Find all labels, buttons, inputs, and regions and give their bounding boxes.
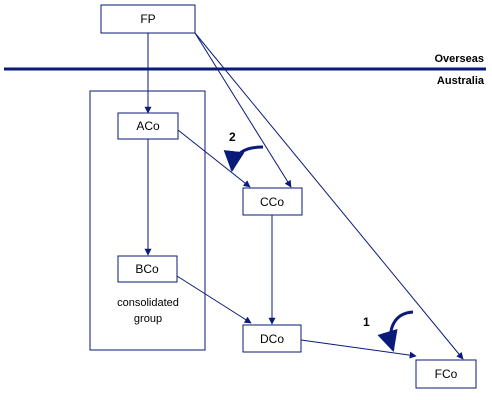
entity-bco: BCo [117,255,178,283]
entity-aco-label: ACo [136,119,160,133]
entity-fp-label: FP [140,12,155,26]
edge-dco-fco [300,339,417,359]
entity-aco: ACo [117,112,179,140]
entity-bco-label: BCo [135,262,159,276]
edge-aco-cco [177,129,251,188]
marker-1-label: 1 [363,315,370,329]
entity-fp: FP [100,4,196,34]
entity-dco: DCo [242,324,302,353]
marker-2-label: 2 [229,130,236,144]
overseas-label: Overseas [434,53,484,65]
edge-fp-fco [194,32,464,360]
australia-label: Australia [437,75,485,87]
indicator-arrow-1 [377,310,414,353]
consolidated-group-label-line1: consolidated [117,297,179,309]
edge-fp-cco [194,32,292,188]
entity-cco-label: CCo [260,195,284,209]
entity-fco-label: FCo [435,367,458,381]
indicator-arrow-2 [223,145,264,173]
entity-cco: CCo [242,187,303,216]
edge-bco-dco [176,275,252,324]
entity-fco: FCo [415,359,477,389]
consolidated-group-label-line2: group [134,313,162,325]
entity-dco-label: DCo [260,332,284,346]
